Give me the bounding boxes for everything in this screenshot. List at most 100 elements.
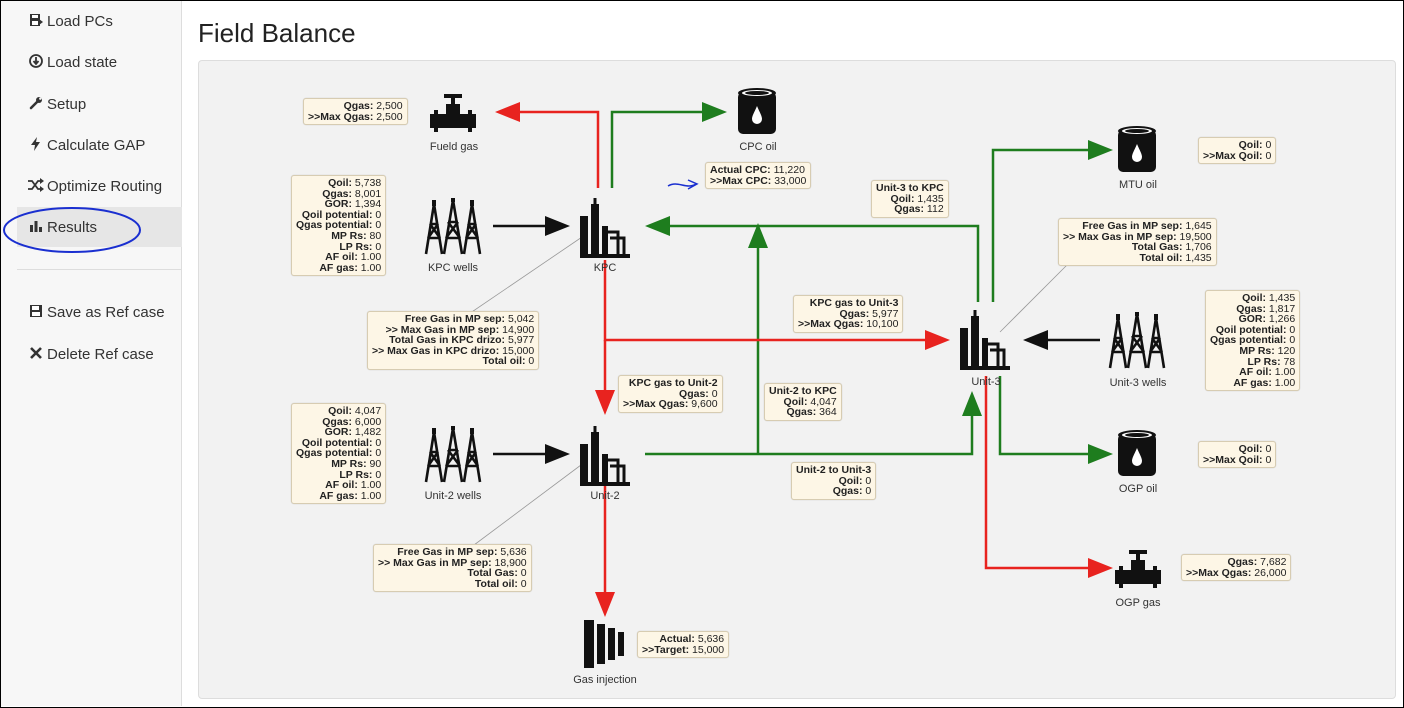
- info-row-value: 1.00: [357, 479, 382, 492]
- info-row-value: 18,900: [491, 556, 527, 569]
- annotation-arrow-icon: [667, 179, 699, 190]
- info-box-unit2-separator: Free Gas in MP sep: 5,636>> Max Gas in M…: [373, 544, 532, 593]
- info-row: >>Max Qgas: 10,100: [798, 319, 898, 330]
- sidebar-item-delete-ref-case[interactable]: Delete Ref case: [17, 334, 182, 374]
- info-row: >> Max Gas in MP sep: 19,500: [1063, 230, 1212, 243]
- node-label-mtu-oil: MTU oil: [1119, 179, 1157, 191]
- sidebar-item-setup[interactable]: Setup: [17, 84, 182, 124]
- info-row-label: Free Gas in MP sep:: [1082, 220, 1183, 232]
- info-row: Free Gas in MP sep: 5,636: [378, 546, 527, 558]
- sidebar-item-label: Calculate GAP: [47, 136, 146, 154]
- info-row-value: 5,636: [497, 546, 527, 558]
- info-row: Qoil: 0: [1203, 139, 1272, 151]
- info-row: Qoil: 1,435: [1210, 293, 1295, 304]
- info-row-label: Qoil:: [890, 192, 915, 205]
- info-row-label: LP Rs:: [339, 240, 373, 253]
- info-row: >>Target: 15,000: [642, 643, 725, 656]
- info-box-mtu-oil: Qoil: 0>>Max Qoil: 0: [1198, 137, 1277, 165]
- info-row-value: 4,047: [352, 405, 382, 417]
- info-row-label: Qoil potential:: [301, 208, 373, 221]
- info-row-value: 2,500: [373, 100, 403, 112]
- shuffle-icon: [27, 177, 45, 195]
- info-row-value: 5,738: [352, 177, 382, 189]
- info-row: Qoil potential: 0: [1210, 324, 1295, 336]
- info-row-label: Qgas potential:: [296, 447, 373, 460]
- info-row: >>Max Qgas: 26,000: [1186, 566, 1287, 579]
- info-row: KPC gas to Unit-3: [798, 297, 899, 309]
- node-label-unit3: Unit-3: [971, 376, 1001, 388]
- info-row-label: Qgas:: [322, 415, 352, 428]
- info-row-value: 90: [366, 457, 382, 470]
- info-row-label: Qgas potential:: [1210, 334, 1287, 347]
- sidebar-item-optimize-routing[interactable]: Optimize Routing: [17, 166, 182, 206]
- info-row: AF gas: 1.00: [296, 261, 382, 274]
- close-icon: [27, 346, 45, 363]
- oil-rig-icon: [424, 426, 482, 483]
- info-row: >>Max Qoil: 0: [1203, 454, 1271, 466]
- info-row-label: >> Max Gas in MP sep:: [378, 556, 492, 569]
- sidebar-item-load-pcs[interactable]: Load PCs: [17, 1, 182, 41]
- sidebar-item-save-ref-case[interactable]: Save as Ref case: [17, 292, 182, 332]
- info-row-value: 5,977: [869, 307, 899, 320]
- info-row-label: AF oil:: [325, 479, 358, 492]
- info-row: Total Gas: 0: [378, 568, 526, 579]
- info-row: LP Rs: 0: [296, 240, 381, 253]
- info-row-label: Qgas:: [894, 203, 924, 216]
- info-row-label: AF gas:: [319, 261, 358, 274]
- info-row-value: 26,000: [1251, 566, 1287, 579]
- processing-facility-icon: [580, 198, 630, 258]
- info-row: Qgas potential: 0: [296, 220, 381, 231]
- info-row: AF gas: 1.00: [296, 490, 381, 502]
- info-row-label: KPC gas to Unit-3: [809, 297, 899, 309]
- info-row-label: >> Max Gas in MP sep:: [385, 323, 500, 336]
- info-row-label: Qoil:: [838, 474, 863, 487]
- info-row-label: Qoil potential:: [301, 436, 373, 449]
- info-row-label: >>Max CPC:: [710, 174, 772, 187]
- flow-kpc-cpc-oil: [610, 102, 727, 188]
- info-row-value: 112: [924, 203, 944, 216]
- info-row-label: Qgas:: [832, 485, 863, 498]
- oil-barrel-icon: [738, 88, 776, 134]
- info-row-value: 1.00: [357, 261, 382, 274]
- info-row-label: AF oil:: [325, 251, 358, 264]
- info-row-label: >>Max Qoil:: [1203, 149, 1263, 162]
- info-row-value: 0: [372, 468, 382, 481]
- info-row: Total Gas in KPC drizo: 5,977: [372, 335, 534, 346]
- node-label-unit2: Unit-2: [590, 490, 620, 502]
- sidebar-item-label: Delete Ref case: [47, 345, 154, 363]
- sidebar-item-load-state[interactable]: Load state: [17, 42, 182, 82]
- info-row: MP Rs: 90: [296, 459, 381, 470]
- info-row-value: 1,435: [1182, 251, 1212, 264]
- save-icon: [27, 304, 45, 321]
- sidebar-item-results[interactable]: Results: [17, 207, 182, 247]
- info-row-value: 8,001: [352, 187, 382, 200]
- info-row-label: Qoil:: [783, 395, 808, 408]
- info-row: Qgas: 6,000: [296, 415, 381, 428]
- info-row-label: >>Max Qgas:: [308, 110, 374, 123]
- info-row: Free Gas in MP sep: 5,042: [372, 314, 534, 325]
- info-row-label: Qoil:: [1238, 139, 1263, 151]
- info-box-gas-injection: Actual: 5,636>>Target: 15,000: [637, 631, 730, 659]
- info-row-label: Qgas:: [786, 406, 817, 419]
- info-row: Actual: 5,636: [642, 634, 724, 645]
- info-row: >>Max Qgas: 9,600: [623, 399, 718, 410]
- flow-unit3-kpc: [645, 216, 980, 302]
- sidebar-item-calculate-gap[interactable]: Calculate GAP: [17, 125, 182, 165]
- info-row-label: Qgas:: [322, 187, 352, 200]
- info-row-value: 4,047: [807, 395, 837, 408]
- info-row: Unit-3 to KPC: [876, 183, 944, 194]
- info-row: >> Max Gas in MP sep: 14,900: [372, 323, 535, 336]
- valve-icon: [1115, 550, 1161, 588]
- sidebar-item-label: Save as Ref case: [47, 303, 165, 321]
- info-row-label: >> Max Gas in MP sep:: [1063, 230, 1177, 243]
- info-row-value: 15,000: [689, 643, 725, 656]
- info-row-value: 1,266: [1266, 313, 1296, 326]
- info-row-label: Qgas:: [679, 387, 709, 400]
- info-row: AF oil: 1.00: [296, 480, 381, 491]
- info-row-value: 1.00: [357, 251, 382, 264]
- node-label-cpc-oil: CPC oil: [739, 141, 777, 153]
